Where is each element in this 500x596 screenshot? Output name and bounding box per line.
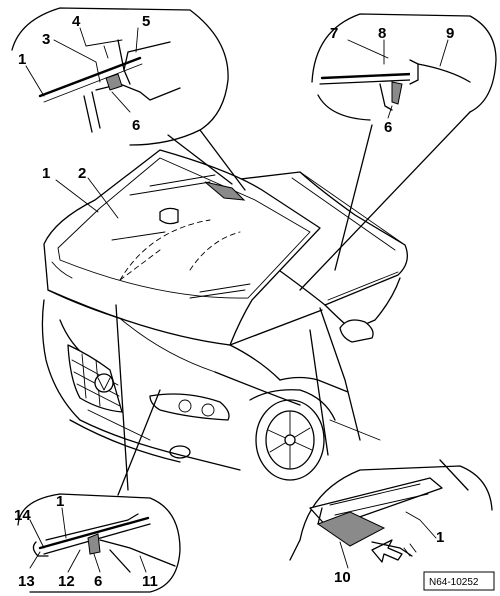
label-6-bottom: 6: [94, 573, 102, 590]
label-1-bottom-right: 1: [436, 529, 444, 546]
detail-callout-top-right: [299, 13, 497, 291]
windshield: [43, 149, 321, 346]
label-6: 6: [132, 117, 140, 134]
reference-box: N64-10252: [423, 571, 495, 591]
leader-lines: [25, 27, 449, 573]
label-4: 4: [72, 13, 81, 30]
detail-callout-bottom-right: [289, 329, 493, 563]
label-8: 8: [378, 25, 386, 42]
detail-callout-top-left: [11, 7, 246, 191]
label-1: 1: [18, 51, 26, 68]
part-labels: 1 3 4 5 6 7 8 9 6 1 2 14 1 13 12 6 11 1 …: [14, 13, 454, 590]
label-13: 13: [18, 573, 35, 590]
label-1-bottom-left: 1: [56, 493, 64, 510]
label-9: 9: [446, 25, 454, 42]
label-10: 10: [334, 569, 351, 586]
label-11: 11: [142, 573, 158, 590]
label-14: 14: [14, 507, 31, 524]
label-7: 7: [330, 25, 338, 42]
reference-number: N64-10252: [429, 577, 479, 588]
detail-callout-bottom-left: [17, 304, 181, 593]
label-2: 2: [78, 165, 86, 182]
label-1-windshield: 1: [42, 165, 50, 182]
label-3: 3: [42, 31, 50, 48]
label-5: 5: [142, 13, 150, 30]
label-12: 12: [58, 573, 75, 590]
label-6-right: 6: [384, 119, 392, 136]
